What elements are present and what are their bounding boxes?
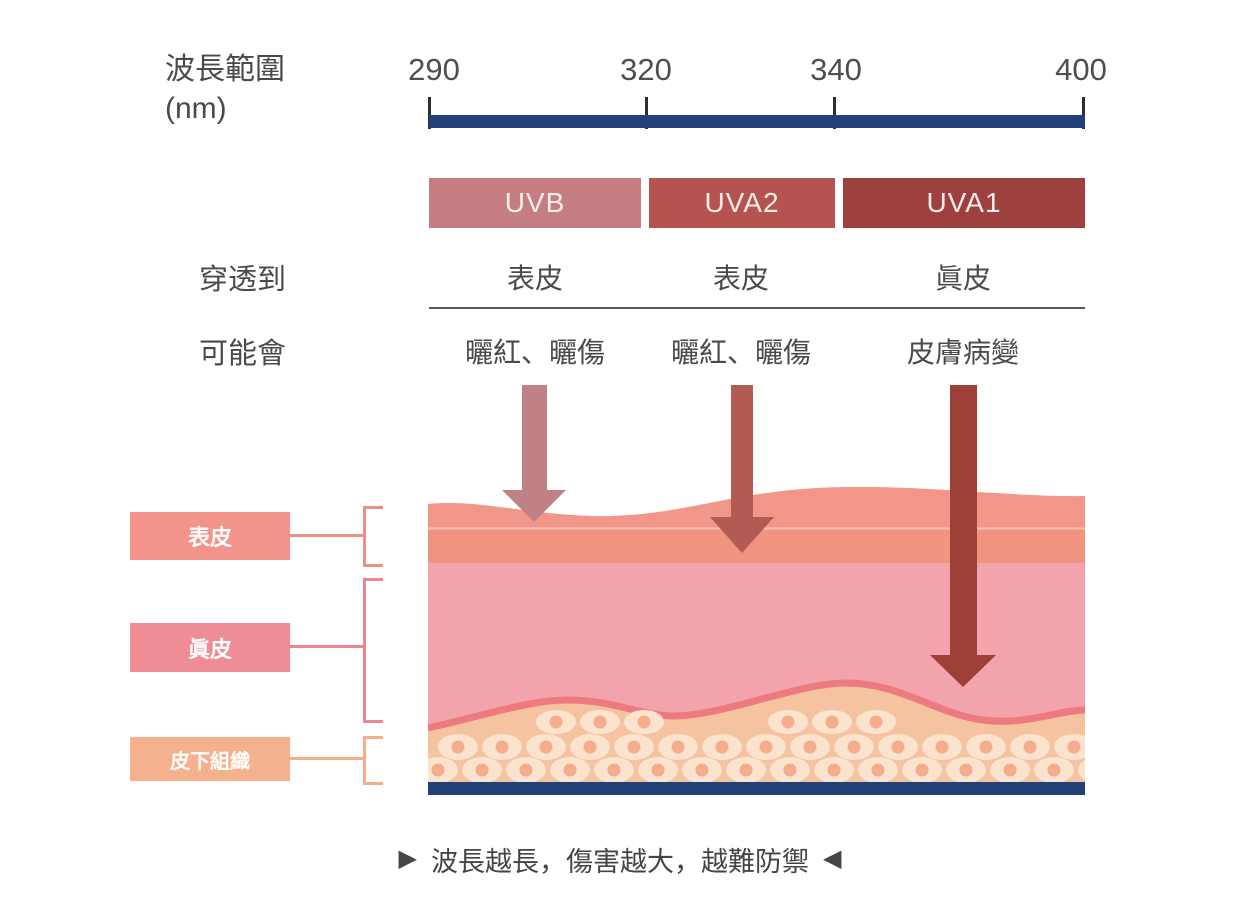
tick-label-320: 320 bbox=[620, 52, 672, 87]
penetrate-uva2: 表皮 bbox=[712, 263, 769, 294]
wavelength-scale-bar bbox=[429, 115, 1085, 128]
axis-title-line1: 波長範圍 bbox=[165, 53, 285, 86]
skin-cross-section bbox=[428, 385, 1085, 795]
tick-label-290: 290 bbox=[408, 52, 460, 87]
axis-title-line2: (nm) bbox=[165, 92, 227, 125]
penetrate-uva1: 眞皮 bbox=[934, 263, 991, 294]
legend-epidermis-bracket bbox=[363, 506, 383, 567]
axis-title: 波長範圍 (nm) bbox=[165, 50, 330, 128]
tick-label-340: 340 bbox=[810, 52, 862, 87]
uvb-arrow-icon bbox=[502, 385, 566, 522]
band-uva1: UVA1 bbox=[843, 178, 1085, 228]
caption-right-triangle-icon: ▶ bbox=[398, 845, 417, 872]
row-divider-line bbox=[429, 307, 1085, 309]
diagram-base-bar bbox=[428, 782, 1085, 795]
dermis-subcutis-boundary bbox=[428, 679, 1085, 732]
tick-mark-290 bbox=[428, 97, 431, 129]
penetrate-uvb: 表皮 bbox=[506, 263, 563, 294]
legend-epidermis-box: 表皮 bbox=[130, 512, 290, 560]
legend-subcutis-connector bbox=[290, 757, 363, 760]
row-label-effect: 可能會 bbox=[198, 338, 286, 370]
tick-label-400: 400 bbox=[1055, 52, 1107, 87]
uva1-arrow-icon bbox=[930, 385, 996, 687]
legend-epidermis-connector bbox=[290, 534, 363, 537]
tick-mark-400 bbox=[1082, 97, 1085, 129]
tick-mark-320 bbox=[645, 97, 648, 129]
fat-cells bbox=[428, 710, 1085, 783]
caption: ▶ 波長越長，傷害越大，越難防禦 ◀ bbox=[0, 840, 1240, 879]
legend-dermis-connector bbox=[290, 645, 363, 648]
legend-dermis-box: 眞皮 bbox=[130, 623, 290, 672]
legend-dermis-bracket bbox=[363, 578, 383, 723]
tick-mark-340 bbox=[833, 97, 836, 129]
effect-uva1: 皮膚病變 bbox=[906, 337, 1019, 368]
band-uvb: UVB bbox=[429, 178, 641, 228]
caption-text: 波長越長，傷害越大，越難防禦 bbox=[431, 847, 809, 877]
band-uva2: UVA2 bbox=[649, 178, 835, 228]
legend-subcutis-bracket bbox=[363, 736, 383, 785]
effect-uva2: 曬紅、曬傷 bbox=[670, 337, 811, 368]
legend-subcutis-box: 皮下組織 bbox=[130, 737, 290, 781]
row-label-penetrate: 穿透到 bbox=[198, 264, 286, 296]
uva2-arrow-icon bbox=[710, 385, 774, 553]
caption-left-triangle-icon: ◀ bbox=[823, 845, 842, 872]
effect-uvb: 曬紅、曬傷 bbox=[464, 337, 605, 368]
